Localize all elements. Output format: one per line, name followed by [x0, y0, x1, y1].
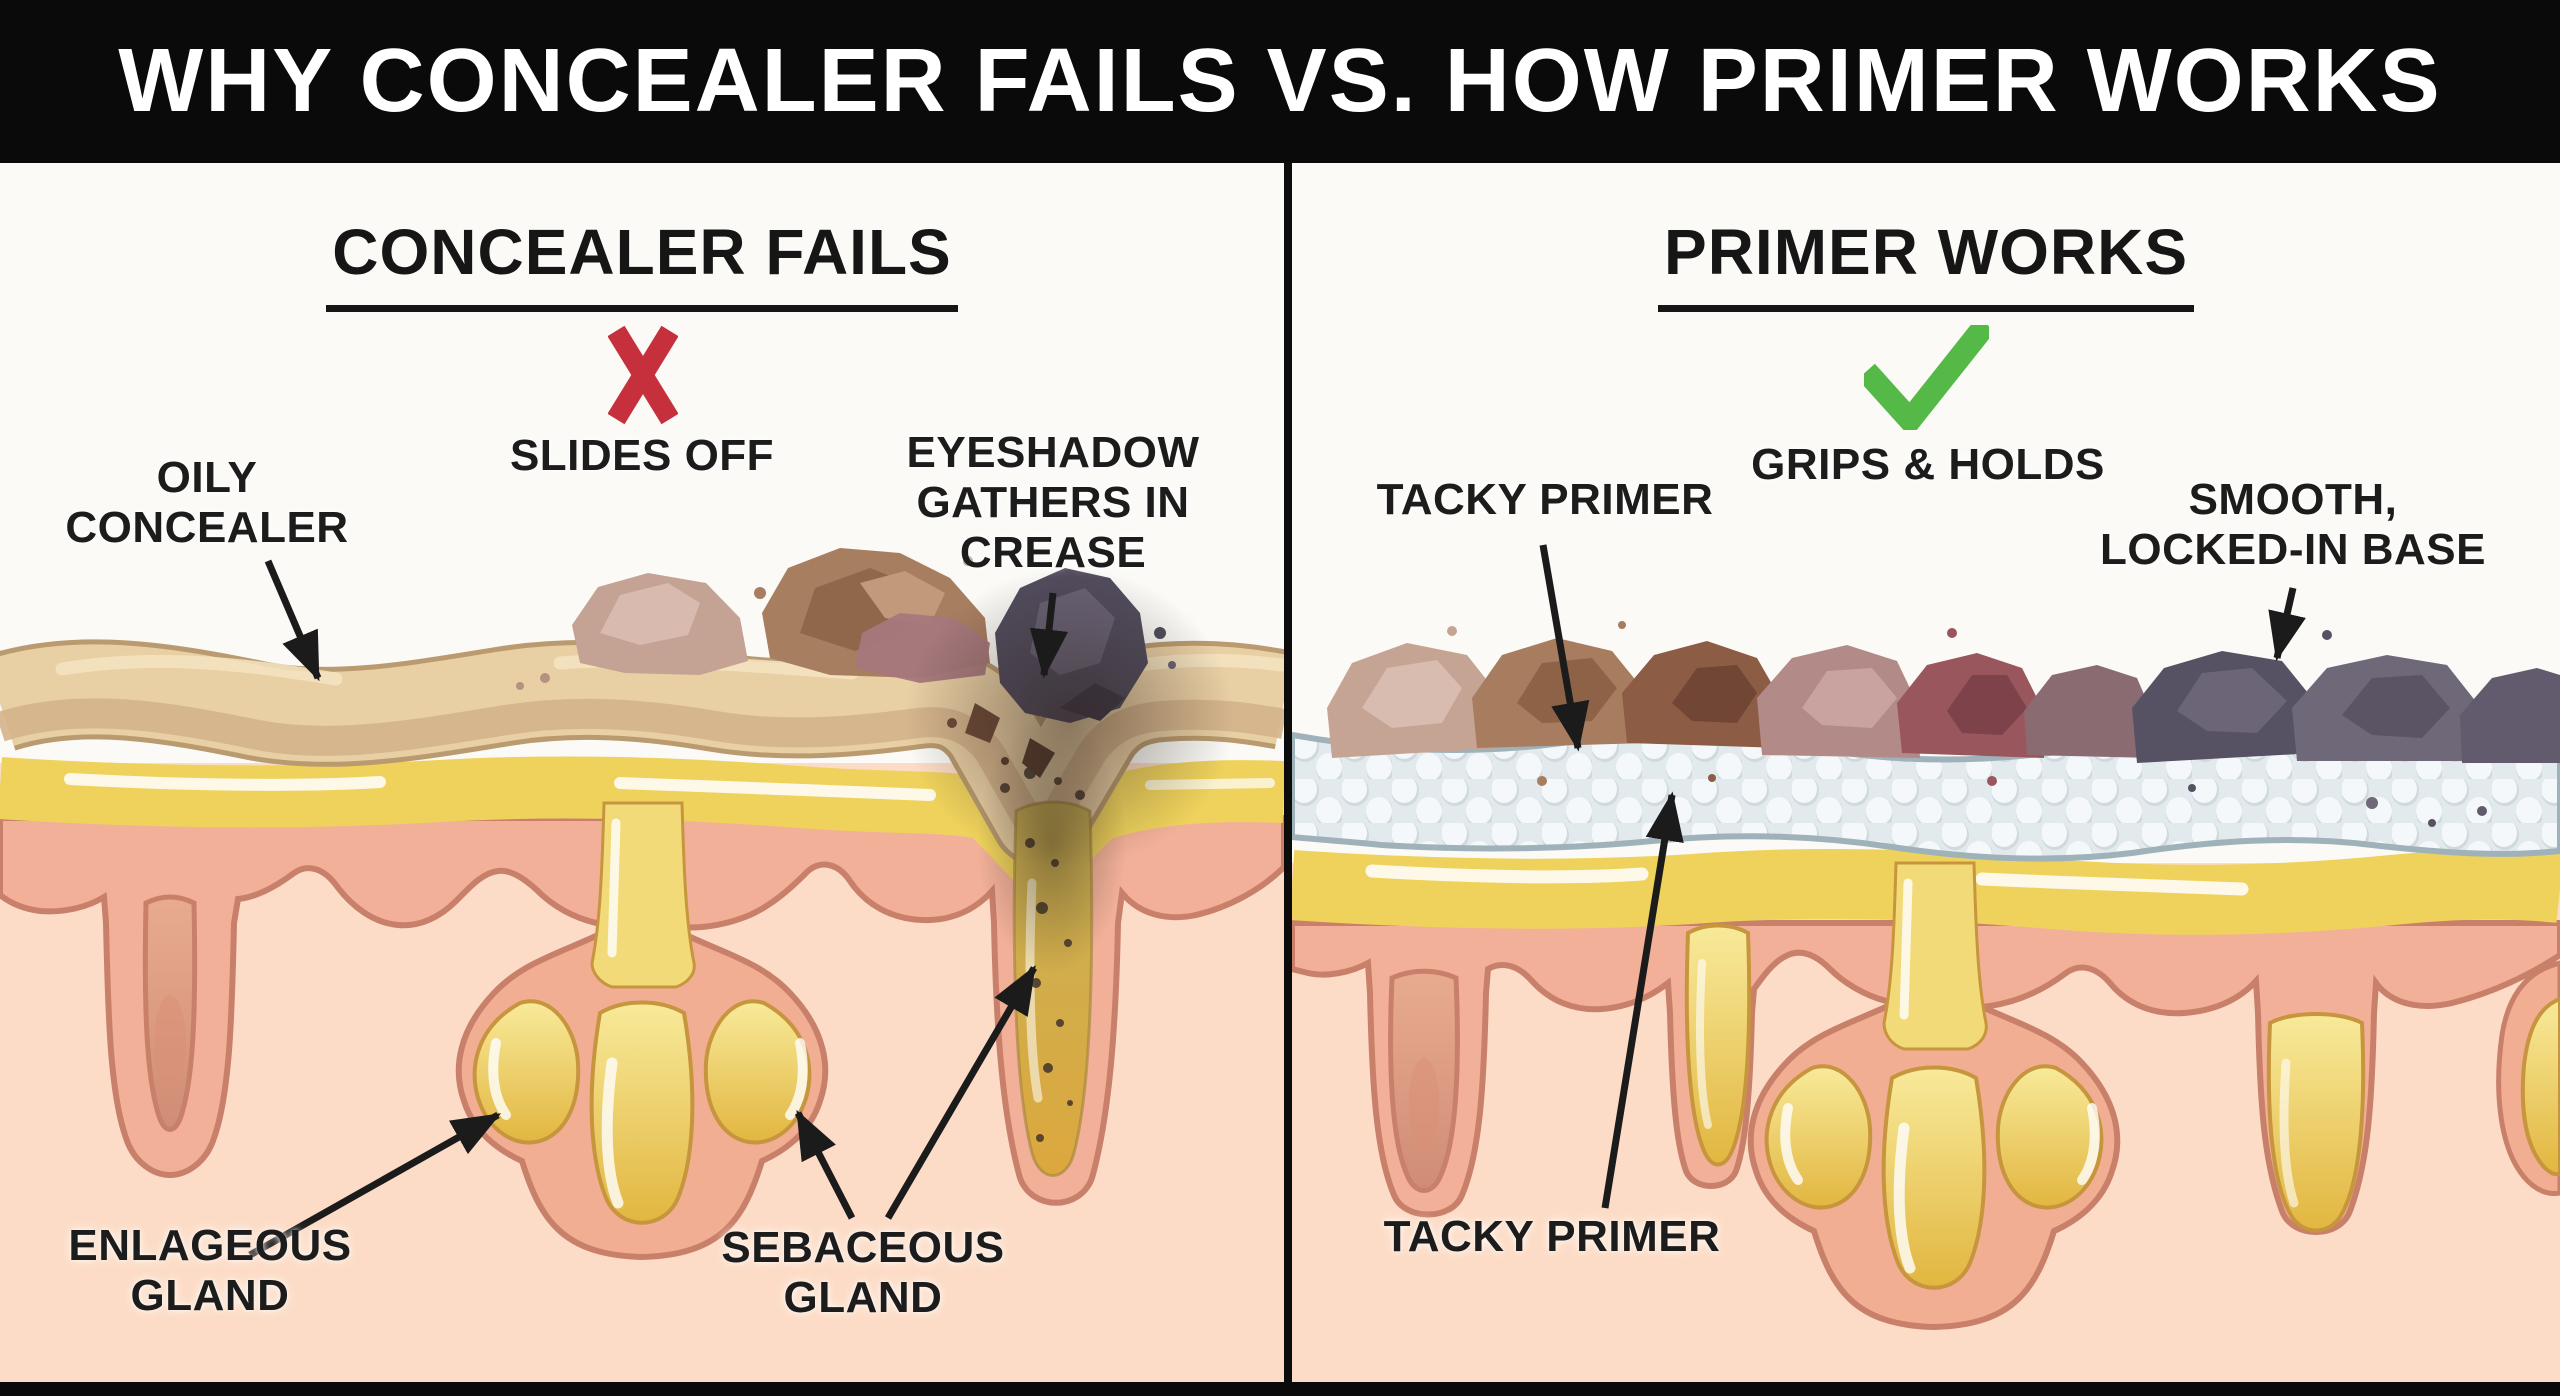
callout-arrows: [1539, 544, 2306, 1209]
arrow-sebaceous-gland-right: [884, 964, 1038, 1220]
footer-bar: [0, 1382, 2560, 1396]
x-mark-icon: [608, 325, 678, 425]
eyeshadow-crease-label: EYESHADOW GATHERS IN CREASE: [906, 428, 1200, 577]
header-bar: WHY CONCEALER FAILS VS. HOW PRIMER WORKS: [0, 0, 2560, 163]
sebum-follicle: [2266, 1012, 2366, 1233]
arrow-smooth-base: [2268, 587, 2306, 662]
slides-off-label: SLIDES OFF: [509, 431, 775, 480]
primer-skin-illustration: [1292, 544, 2560, 1382]
sebaceous-gland-illustration: [1747, 861, 2121, 1331]
empty-follicle: [142, 894, 198, 1132]
sebum-layer: [1292, 848, 2560, 935]
sebaceous-gland-illustration: [455, 801, 829, 1261]
tacky-primer-bottom-label: TACKY PRIMER: [1383, 1212, 1721, 1261]
callout-arrows: [248, 559, 1069, 1259]
tacky-primer-top-label: TACKY PRIMER: [1376, 475, 1714, 524]
oily-concealer-label: OILY CONCEALER: [65, 453, 349, 552]
panel-concealer-fails: CONCEALER FAILS SLIDES OFF OILY CONCEALE…: [0, 163, 1284, 1382]
arrow-sebaceous-gland-left: [794, 1109, 856, 1220]
arrow-enlageous-gland: [248, 1111, 502, 1259]
edge-gland: [2496, 960, 2560, 1196]
sebaceous-gland-label: SEBACEOUS GLAND: [721, 1223, 1005, 1322]
panel-divider: [1284, 163, 1292, 1396]
enlageous-gland-label: ENLAGEOUS GLAND: [68, 1221, 352, 1320]
left-panel-heading: CONCEALER FAILS: [0, 215, 1284, 312]
check-mark-icon: [1864, 325, 1989, 430]
arrow-tacky-primer-bottom: [1601, 791, 1684, 1209]
right-panel-heading: PRIMER WORKS: [1292, 215, 2560, 312]
smooth-base-label: SMOOTH, LOCKED-IN BASE: [2100, 475, 2486, 574]
follicle: [1388, 968, 1460, 1193]
crease-shadow-core: [977, 713, 1127, 973]
grips-holds-label: GRIPS & HOLDS: [1751, 440, 2105, 489]
eyeshadow-powder: [1327, 621, 2560, 827]
panel-primer-works: PRIMER WORKS GRIPS & HOLDS TACKY PRIMER …: [1292, 163, 2560, 1382]
arrow-oily-concealer: [264, 559, 322, 682]
concealer-skin-illustration: [0, 548, 1284, 1382]
page-title: WHY CONCEALER FAILS VS. HOW PRIMER WORKS: [118, 31, 2442, 131]
arrow-eyeshadow-crease: [1029, 592, 1069, 679]
arrow-tacky-primer-top: [1539, 544, 1590, 752]
sebum-drip: [1684, 923, 1752, 1167]
